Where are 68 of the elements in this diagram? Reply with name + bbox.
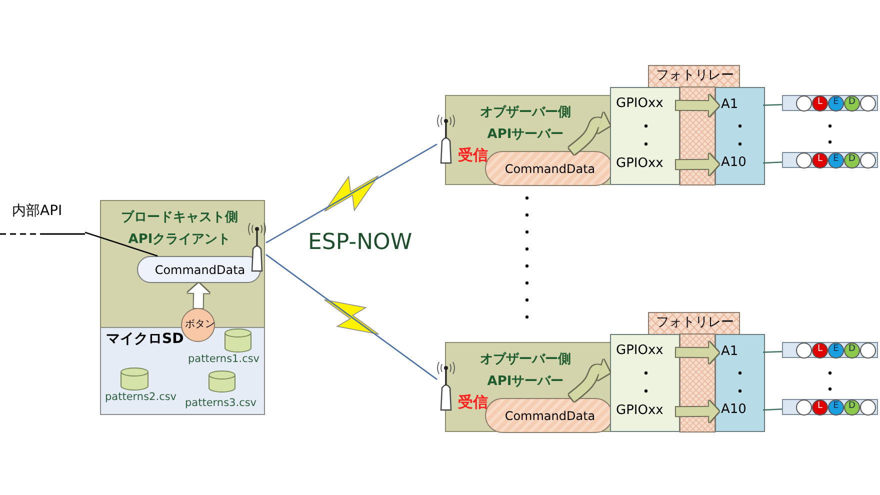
file-name: patterns2.csv — [105, 391, 177, 404]
status-label: 受信 — [458, 146, 488, 164]
led-letter: E — [832, 401, 840, 412]
led-strip — [782, 152, 878, 168]
wireless-link — [266, 254, 438, 380]
terminal-panel — [715, 334, 765, 432]
pin-label: GPIOxx — [616, 403, 664, 419]
led-strip — [782, 95, 878, 111]
led-letter: D — [848, 97, 856, 108]
led-letter: D — [848, 401, 856, 412]
led-letter: L — [816, 154, 824, 165]
photorelay-panel — [648, 312, 740, 334]
cylinder-icon — [225, 329, 251, 352]
device-panel — [445, 95, 612, 185]
sd-card-panel — [100, 327, 265, 415]
led-letter: L — [816, 97, 824, 108]
button-text: ボタン — [185, 319, 215, 331]
pill-text: CommandData — [504, 162, 596, 176]
file-name: patterns3.csv — [185, 397, 257, 410]
antenna-icon — [248, 223, 266, 273]
gpio-panel — [610, 87, 680, 185]
device-panel — [100, 200, 265, 328]
status-label: 受信 — [458, 393, 488, 411]
pin-label: GPIOxx — [616, 156, 664, 172]
block-arrow — [188, 283, 210, 308]
data-pill — [137, 256, 261, 283]
api-label: 内部API — [12, 203, 62, 220]
panel-title: マイクロSD — [106, 331, 184, 348]
led-strip — [782, 399, 878, 415]
block-arrow — [676, 342, 719, 364]
led-letter: L — [816, 401, 824, 412]
photorelay-panel — [648, 65, 740, 87]
block-arrow — [676, 94, 719, 117]
device-panel — [445, 342, 612, 432]
led-strip — [782, 342, 878, 358]
led-letter: D — [848, 154, 856, 165]
led-letter: E — [832, 97, 840, 108]
gpio-panel — [610, 334, 680, 432]
connector-line — [762, 350, 782, 353]
pin-label: GPIOxx — [616, 96, 664, 112]
protocol-label: ESP-NOW — [308, 230, 412, 256]
connector-line — [762, 104, 782, 106]
pin-label: A1 — [721, 97, 738, 113]
panel-title: フォトリレー — [655, 315, 735, 331]
panel-title: フォトリレー — [655, 68, 735, 84]
terminal-panel — [715, 87, 765, 185]
connector-line — [762, 162, 782, 164]
antenna-icon — [437, 115, 455, 163]
antenna-icon — [437, 362, 455, 410]
pill-text: CommandData — [154, 262, 246, 277]
pin-label: A10 — [721, 402, 746, 418]
pin-label: A1 — [721, 344, 738, 360]
cylinder-icon — [121, 368, 148, 390]
file-name: patterns1.csv — [188, 353, 260, 366]
led-letter: L — [816, 344, 824, 355]
led-letter: D — [848, 344, 856, 355]
wireless-link — [266, 144, 438, 244]
panel-title: オブザーバー側 APIサーバー — [479, 350, 572, 391]
panel-title: ブロードキャスト側 APIクライアント — [120, 208, 239, 249]
led-letter: E — [832, 154, 840, 165]
cylinder-icon — [209, 371, 235, 392]
connector-line — [762, 408, 782, 411]
panel-title: オブザーバー側 APIサーバー — [479, 104, 572, 144]
pin-label: GPIOxx — [616, 343, 664, 359]
pill-text: CommandData — [504, 408, 596, 423]
led-letter: E — [832, 344, 840, 355]
connector-line — [84, 232, 158, 257]
pin-label: A10 — [721, 155, 746, 171]
